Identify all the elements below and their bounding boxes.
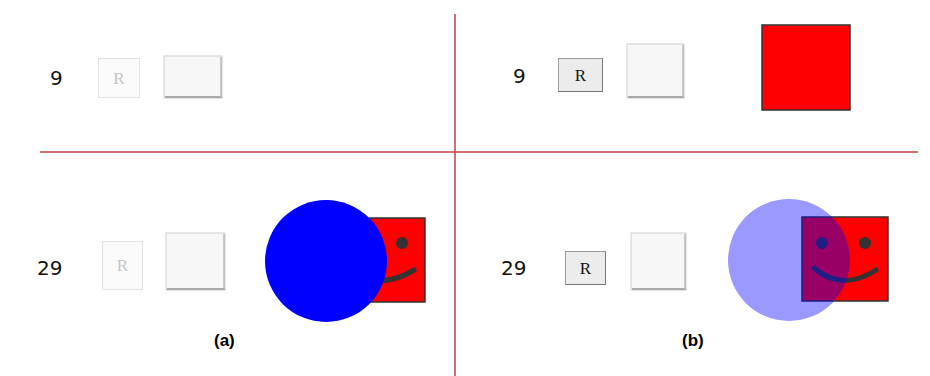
blue-circle	[265, 200, 387, 322]
value-number: 29	[37, 258, 62, 278]
disabled-r-button: R	[102, 241, 143, 290]
value-number: 9	[513, 66, 526, 86]
panel-caption: (b)	[682, 332, 704, 349]
button-label: R	[113, 70, 124, 87]
button-label: R	[580, 260, 591, 277]
panel-caption: (a)	[214, 332, 235, 349]
translucent-circle	[728, 199, 850, 321]
blank-button	[627, 44, 684, 98]
r-button: R	[565, 251, 606, 285]
disabled-r-button: R	[98, 58, 140, 98]
red-square	[762, 25, 850, 110]
divider-line	[454, 14, 456, 376]
blank-button	[631, 233, 686, 290]
blank-button	[166, 233, 225, 290]
value-number: 29	[501, 258, 526, 278]
value-number: 9	[50, 68, 63, 88]
divider-line	[40, 151, 918, 153]
blank-button	[164, 56, 222, 98]
button-label: R	[575, 67, 586, 84]
r-button: R	[558, 58, 603, 92]
button-label: R	[117, 257, 128, 274]
